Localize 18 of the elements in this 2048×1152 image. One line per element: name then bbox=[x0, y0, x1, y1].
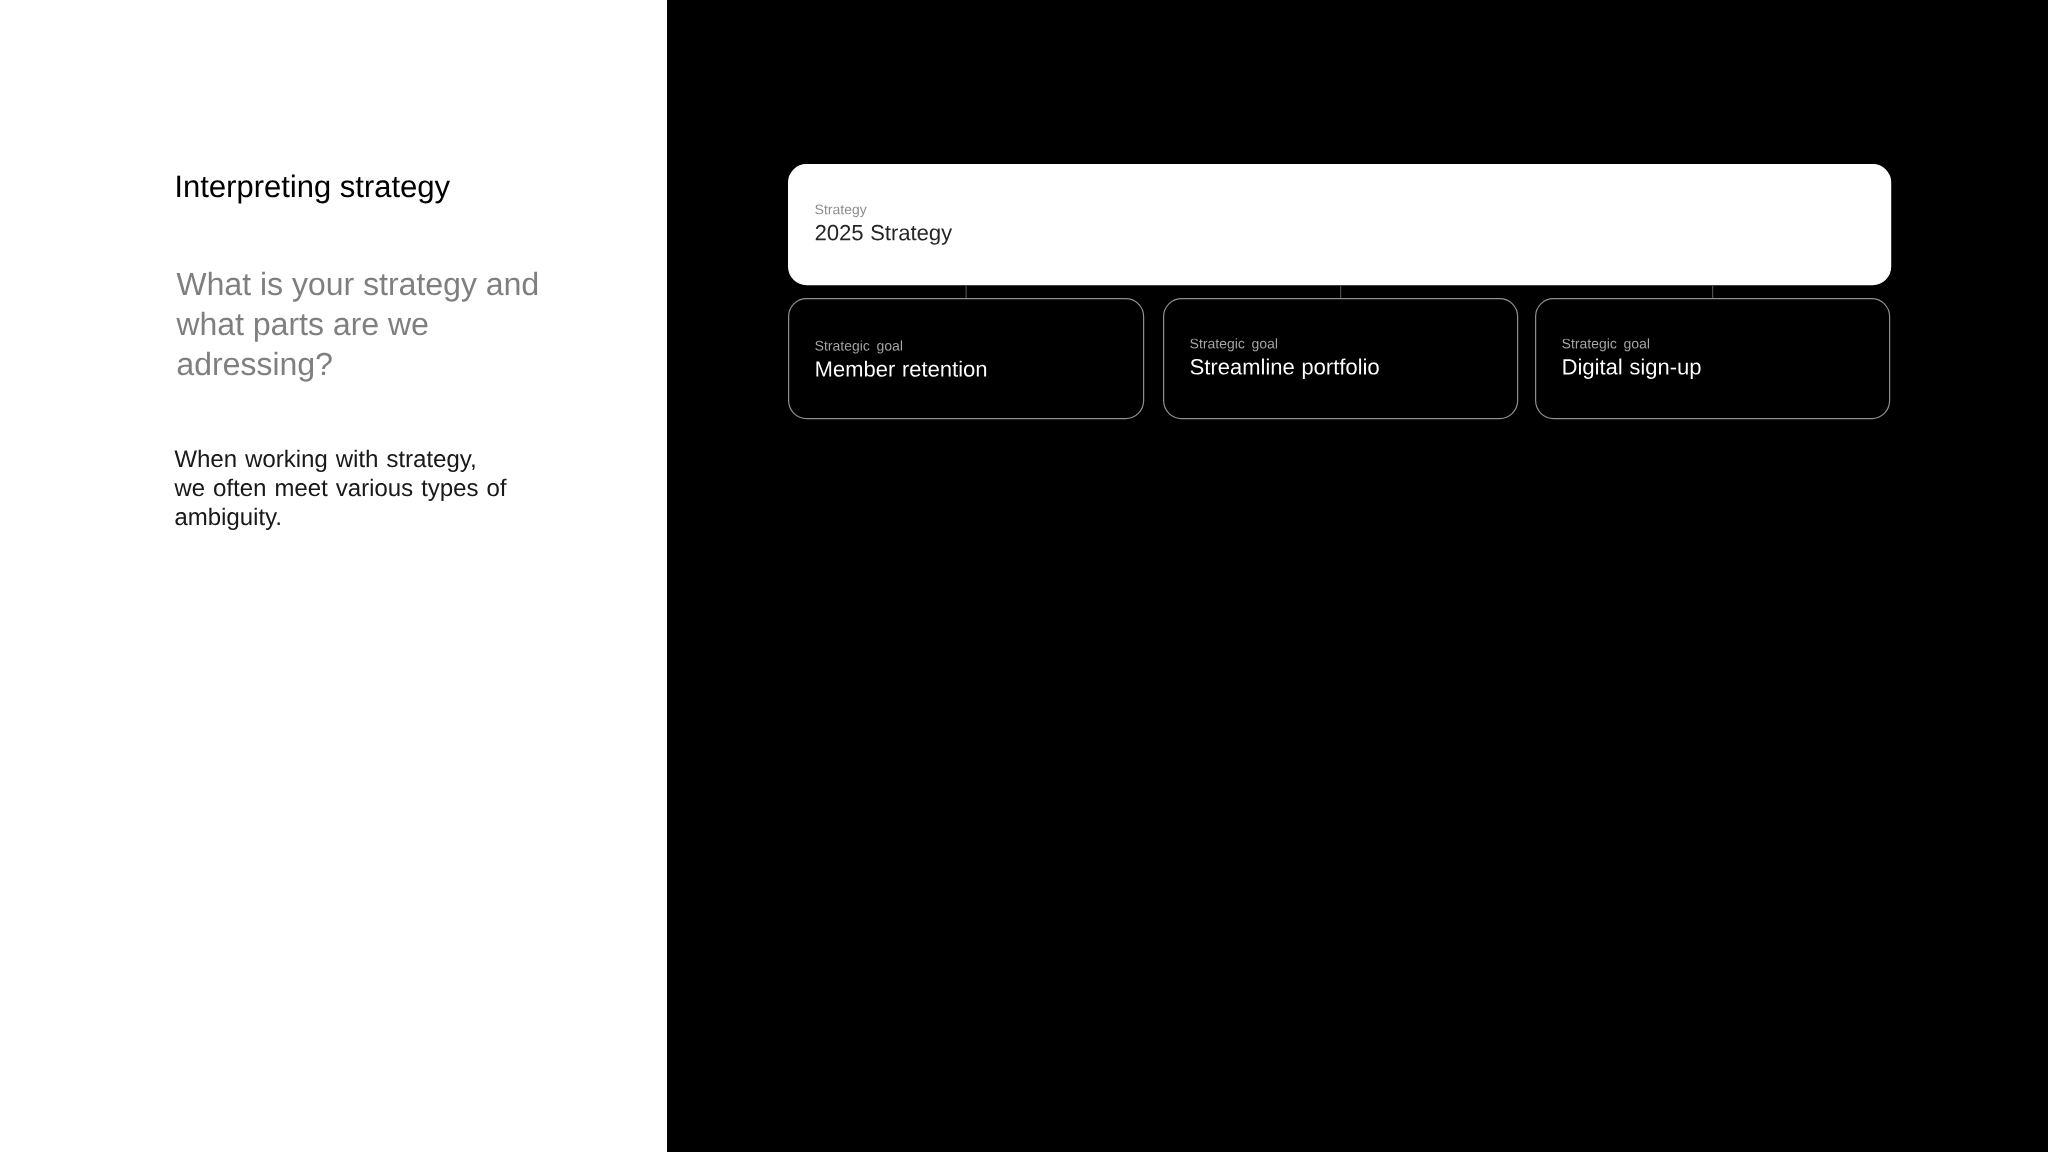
connector-line bbox=[1712, 284, 1714, 299]
strategy-card bbox=[788, 164, 1892, 286]
body-text: When working with strategy, we often meet various types of ambiguity. bbox=[174, 449, 507, 530]
card-label: Strategic goal bbox=[1562, 338, 1650, 352]
card-label: Strategic goal bbox=[1190, 338, 1278, 352]
card-title: 2025 Strategy bbox=[815, 224, 953, 245]
slide-title: Interpreting strategy bbox=[177, 174, 450, 204]
card-title: Digital sign-up bbox=[1563, 358, 1701, 379]
card-label: Strategic goal bbox=[815, 340, 903, 354]
card-title: Member retention bbox=[816, 360, 987, 377]
connector-line bbox=[965, 284, 967, 299]
goal-card bbox=[1535, 298, 1891, 420]
goal-card bbox=[1163, 298, 1519, 420]
card-label: Strategy bbox=[815, 204, 867, 218]
question-text: What is your strategy and what parts are we adressing? bbox=[176, 271, 538, 382]
card-title: Streamline portfolio bbox=[1190, 358, 1379, 379]
connector-line bbox=[1340, 284, 1342, 299]
goal-card bbox=[788, 298, 1145, 420]
